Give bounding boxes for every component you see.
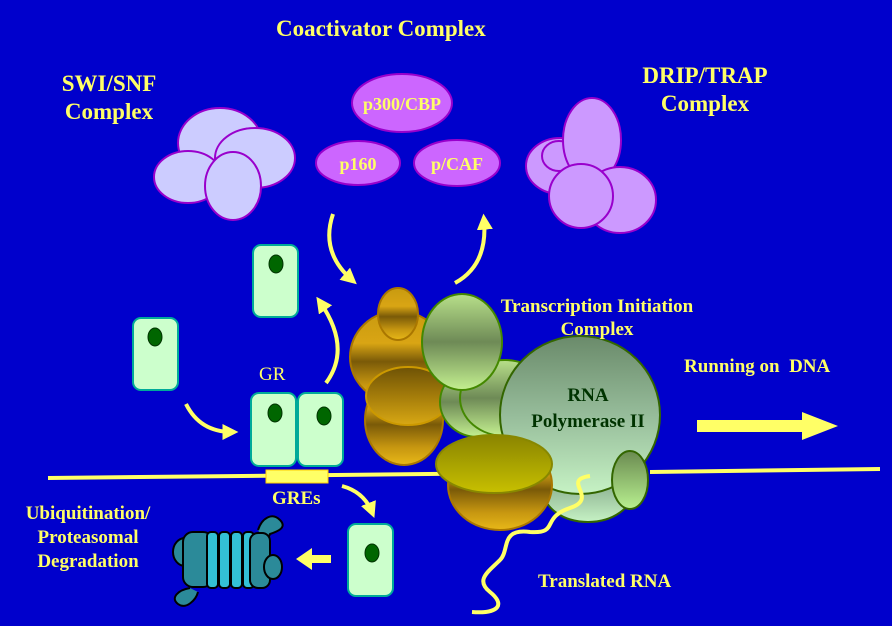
gr-monomer-top (252, 244, 299, 318)
diagram-title: Coactivator Complex (276, 16, 486, 41)
degradation-arrow (296, 548, 331, 570)
gr-dimer (250, 392, 344, 467)
pcaf-label: p/CAF (431, 154, 483, 174)
swi-snf-label: SWI/SNF Complex (44, 70, 174, 125)
p160-oval (315, 140, 401, 186)
degradation-line3: Degradation (37, 550, 139, 572)
drip-trap-complex-shape (525, 97, 657, 234)
swi-snf-line2: Complex (64, 98, 154, 124)
swi-snf-line1: SWI/SNF (61, 71, 157, 96)
arrow-gr-bind (184, 403, 239, 440)
pcaf-oval (413, 139, 501, 187)
polymerase-label-line2: Polymerase II (531, 411, 644, 432)
polymerase-label-line1: RNA (567, 385, 608, 406)
arrow-gr-up (316, 296, 340, 385)
running-arrow (697, 412, 838, 440)
p300-cbp-oval (351, 73, 453, 133)
pol-subunit (611, 450, 649, 510)
translated-rna-strand (471, 474, 591, 615)
degradation-line2: Proteasomal (37, 526, 139, 548)
gr-monomer-left (132, 317, 179, 391)
gr-monomer-released (347, 523, 394, 597)
olive-factor (435, 434, 553, 494)
translated-rna-label: Translated RNA (538, 571, 672, 592)
tic-label: Transcription Initiation Complex (472, 296, 722, 342)
degradation-line1: Ubiquitination/ (25, 503, 151, 524)
p300-cbp-label: p300/CBP (363, 94, 441, 114)
gres-label: GREs (272, 488, 321, 509)
proteasome-icon (172, 515, 284, 607)
arrow-coactivator-out (453, 213, 493, 285)
swi-snf-complex-shape (153, 107, 296, 221)
tic-line1: Transcription Initiation (500, 296, 694, 317)
arrow-coactivator-in (327, 213, 357, 285)
drip-trap-line2: Complex (660, 90, 750, 116)
drip-trap-label: DRIP/TRAP Complex (620, 62, 790, 117)
gre-box (265, 469, 329, 484)
arrow-gr-release (341, 484, 376, 518)
degradation-label: Ubiquitination/ Proteasomal Degradation (8, 502, 168, 573)
drip-trap-line1: DRIP/TRAP (642, 63, 768, 88)
running-on-dna-label: Running on DNA (684, 356, 831, 377)
p160-label: p160 (339, 154, 376, 174)
tic-line2: Complex (560, 318, 634, 340)
coactivator-complex-shape (315, 73, 501, 187)
gr-label: GR (259, 364, 286, 385)
